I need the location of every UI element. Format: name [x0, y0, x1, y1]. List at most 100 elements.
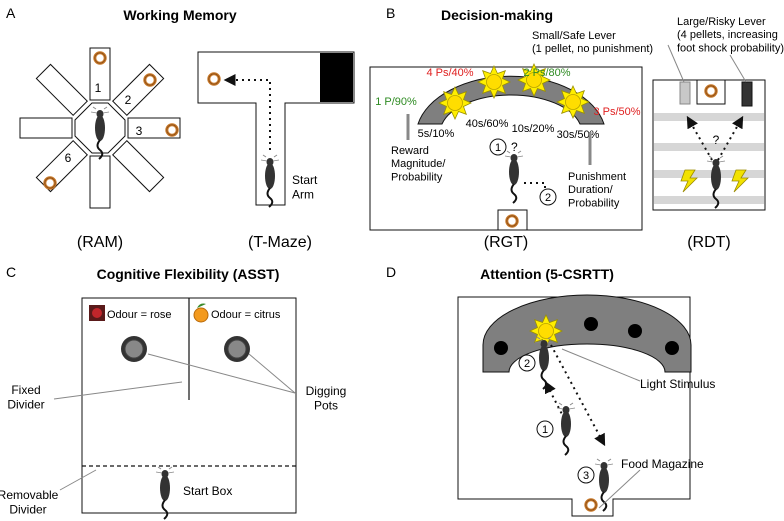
question-mark: ? — [713, 133, 720, 147]
grid-bar — [654, 196, 764, 204]
label-line: Arm — [292, 187, 314, 201]
panel-letter-a: A — [6, 5, 16, 21]
ram-arm-label: 2 — [125, 93, 132, 107]
label-line: Divider — [7, 397, 44, 411]
panel-a: A Working Memory 1 2 3 6 (RAM) — [6, 5, 355, 251]
step-number: 1 — [495, 142, 501, 154]
leader-line — [561, 348, 641, 382]
digging-pot — [227, 339, 247, 359]
option-label: 4 Ps/40% — [426, 67, 473, 79]
option-label: 2 Ps/80% — [523, 67, 570, 79]
ram-arm-label: 1 — [95, 81, 102, 95]
label-line: Duration/ — [568, 184, 614, 196]
rdt-magazine — [696, 79, 726, 105]
path-arrow — [686, 115, 713, 161]
csrtt-arc — [482, 294, 692, 373]
panel-letter-c: C — [6, 264, 16, 280]
step-marker — [489, 138, 507, 156]
label-line: foot shock probability) — [677, 42, 784, 54]
rdt-caption: (RDT) — [687, 234, 731, 251]
t-maze — [197, 51, 355, 206]
step-marker — [536, 420, 554, 438]
rgt-arc — [417, 75, 605, 125]
ram-arm — [112, 140, 165, 193]
ram-caption: (RAM) — [77, 234, 123, 251]
ram-arm — [112, 63, 165, 116]
option-label: 3 Ps/50% — [593, 106, 640, 118]
ram-arm — [19, 117, 73, 139]
leader-line — [667, 44, 685, 83]
panel-title-d: Attention (5-CSRTT) — [480, 266, 614, 282]
rgt-caption: (RGT) — [484, 234, 528, 251]
aperture-hole — [665, 341, 679, 355]
small-lever-label: Small/Safe Lever(1 pellet, no punishment… — [532, 30, 653, 55]
rgt-magazine — [497, 209, 528, 231]
leader-line — [53, 381, 183, 400]
ram-arm — [35, 63, 88, 116]
start-box-label: Start Box — [183, 484, 232, 498]
grid-bar — [654, 170, 764, 178]
large-lever — [741, 81, 753, 107]
food-magazine-label: Food Magazine — [621, 457, 704, 471]
citrus-icon — [193, 307, 209, 323]
label-line: (4 pellets, increasing — [677, 29, 778, 41]
citrus-icon — [197, 303, 206, 308]
digging-pot — [124, 339, 144, 359]
panel-title-c: Cognitive Flexibility (ASST) — [97, 266, 280, 282]
label-line: Pots — [314, 398, 338, 412]
odour-rose-label: Odour = rose — [107, 309, 172, 321]
panel-letter-b: B — [386, 5, 395, 21]
panel-letter-d: D — [386, 264, 396, 280]
ram-arm-label: 6 — [65, 151, 72, 165]
panel-title-b: Decision-making — [441, 7, 553, 23]
rose-icon — [92, 308, 102, 318]
panel-c: C Cognitive Flexibility (ASST) Odour = r… — [0, 264, 347, 520]
path-arrow — [717, 115, 744, 161]
leader-line — [59, 469, 97, 491]
label-line: Probability — [568, 197, 620, 209]
step-number: 3 — [583, 470, 589, 482]
grid-bar — [654, 143, 764, 151]
ram-arm-label: 3 — [136, 124, 143, 138]
panel-title-a: Working Memory — [123, 7, 237, 23]
step-number: 2 — [524, 358, 530, 370]
odour-citrus-label: Odour = citrus — [211, 309, 281, 321]
option-label: 1 P/90% — [375, 96, 417, 108]
label-line: (1 pellet, no punishment) — [532, 43, 653, 55]
punishment-value: 10s/20% — [512, 123, 555, 135]
path-arrow — [550, 344, 606, 447]
punishment-value: 40s/60% — [466, 118, 509, 130]
punishment-value: 5s/10% — [418, 128, 455, 140]
leader-line — [598, 469, 641, 509]
label-line: Magnitude/ — [391, 158, 446, 170]
t-maze-dark-end — [320, 53, 353, 102]
label-line: Probability — [391, 171, 443, 183]
ram-arm — [89, 155, 111, 209]
punishment-value: 30s/50% — [557, 129, 600, 141]
leader-line — [147, 353, 296, 394]
panel-d: D Attention (5-CSRTT) 2 1 3 Light Stimul… — [386, 264, 715, 517]
small-lever — [679, 81, 691, 105]
leader-line — [729, 54, 747, 83]
aperture-hole — [584, 317, 598, 331]
grid-bar — [654, 113, 764, 121]
start-arm-label: Start Arm — [292, 173, 321, 201]
tmaze-caption: (T-Maze) — [248, 234, 312, 251]
aperture-hole — [494, 341, 508, 355]
question-mark: ? — [511, 140, 518, 154]
step-marker — [539, 188, 557, 206]
panel-b: B Decision-making Small/Safe Lever(1 pel… — [369, 5, 784, 251]
label-line: Divider — [9, 502, 46, 516]
step-number: 1 — [542, 424, 548, 436]
step-marker — [518, 354, 536, 372]
light-stimulus-label: Light Stimulus — [640, 377, 715, 391]
step-number: 2 — [545, 192, 551, 204]
step-marker — [577, 466, 595, 484]
aperture-hole — [628, 324, 642, 338]
